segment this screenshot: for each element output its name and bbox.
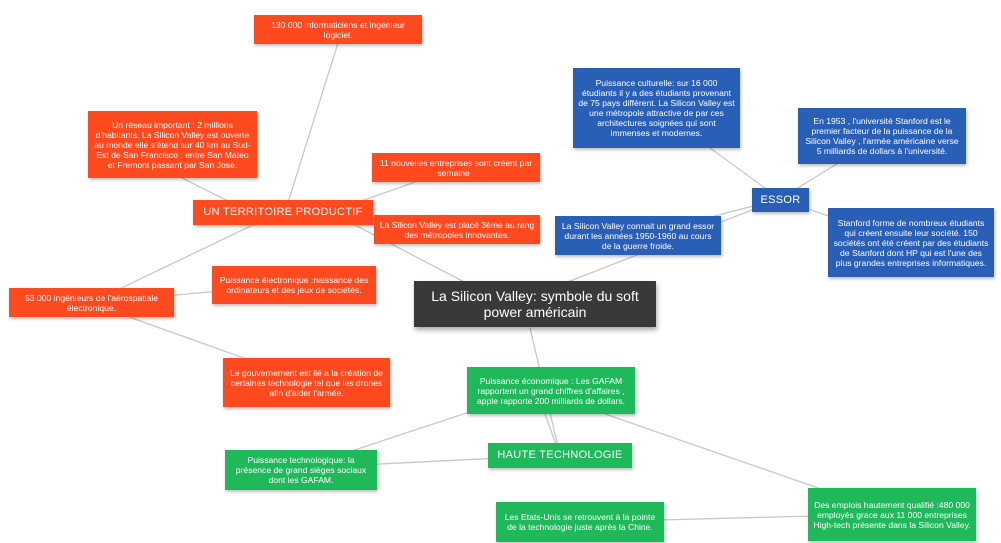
node-puissance-culturelle[interactable]: Puissance culturelle: sur 16 000 étudian… — [573, 68, 740, 148]
node-aerospatiale[interactable]: 53 000 ingénieurs de l'aérospatiale élec… — [9, 288, 174, 317]
node-reseau-text: Un réseau important : 2 millions d'habit… — [94, 119, 251, 170]
node-informaticiens[interactable]: 130 000 informaticiens et ingénieur logi… — [254, 15, 422, 44]
node-informaticiens-text: 130 000 informaticiens et ingénieur logi… — [271, 19, 405, 40]
node-stanford-societes-text: Stanford forme de nombreux étudiants qui… — [833, 217, 989, 268]
root-title: La Silicon Valley: symbole du soft power… — [431, 288, 639, 320]
node-puissance-economique[interactable]: Puissance économique : Les GAFAM rapport… — [467, 367, 635, 414]
node-etats-unis[interactable]: Les Etats-Unis se retrouvent à la pointe… — [496, 502, 664, 542]
node-entreprises-text: 11 nouvelles entreprises sont créent par… — [379, 157, 533, 178]
node-electronique-text: Puissance électronique :naissance des or… — [219, 275, 369, 295]
node-grand-essor[interactable]: La Silicon Valley connait un grand essor… — [555, 216, 721, 255]
node-stanford1953-text: En 1953 , l'université Stanford est le p… — [805, 116, 959, 156]
hub-technologie-label: HAUTE TECHNOLOGIE — [497, 449, 623, 461]
hub-territoire-productif[interactable]: UN TERRITOIRE PRODUCTIF — [193, 200, 373, 225]
node-puissance-technologique[interactable]: Puissance technologique: la présence de … — [225, 450, 377, 490]
node-aerospatiale-text: 53 000 ingénieurs de l'aérospatiale élec… — [24, 292, 159, 313]
link-territoire-informaticiens — [284, 42, 339, 213]
node-stanford-societes[interactable]: Stanford forme de nombreux étudiants qui… — [828, 208, 994, 277]
node-grand-essor-text: La Silicon Valley connait un grand essor… — [561, 220, 715, 251]
node-economique-text: Puissance économique : Les GAFAM rapport… — [476, 375, 626, 406]
hub-essor-label: ESSOR — [760, 193, 801, 206]
node-gouvernement-text: Le gouvernement est lié a la création de… — [230, 367, 383, 398]
root-node[interactable]: La Silicon Valley: symbole du soft power… — [414, 281, 656, 327]
node-technologique-text: Puissance technologique: la présence de … — [235, 455, 367, 485]
node-gouvernement[interactable]: Le gouvernement est lié a la création de… — [223, 358, 390, 407]
node-emplois[interactable]: Des emplois hautement qualifié :480 000 … — [808, 488, 976, 541]
hub-haute-technologie[interactable]: HAUTE TECHNOLOGIE — [488, 443, 632, 468]
node-classement-text: La Silicon Valley est placé 3ème au rang… — [379, 219, 535, 240]
node-culturelle-text: Puissance culturelle: sur 16 000 étudian… — [578, 78, 735, 138]
node-emplois-text: Des emplois hautement qualifié :480 000 … — [813, 499, 971, 530]
hub-essor[interactable]: ESSOR — [752, 188, 809, 212]
node-etats-unis-text: Les Etats-Unis se retrouvent à la pointe… — [504, 512, 656, 532]
node-puissance-electronique[interactable]: Puissance électronique :naissance des or… — [212, 266, 376, 304]
node-reseau[interactable]: Un réseau important : 2 millions d'habit… — [88, 111, 257, 178]
node-classement[interactable]: La Silicon Valley est placé 3ème au rang… — [374, 215, 540, 244]
node-stanford-1953[interactable]: En 1953 , l'université Stanford est le p… — [798, 108, 966, 164]
hub-territoire-label: UN TERRITOIRE PRODUCTIF — [203, 206, 363, 218]
link-territoire-aerospatiale — [89, 211, 281, 304]
node-nouvelles-entreprises[interactable]: 11 nouvelles entreprises sont créent par… — [372, 153, 540, 182]
